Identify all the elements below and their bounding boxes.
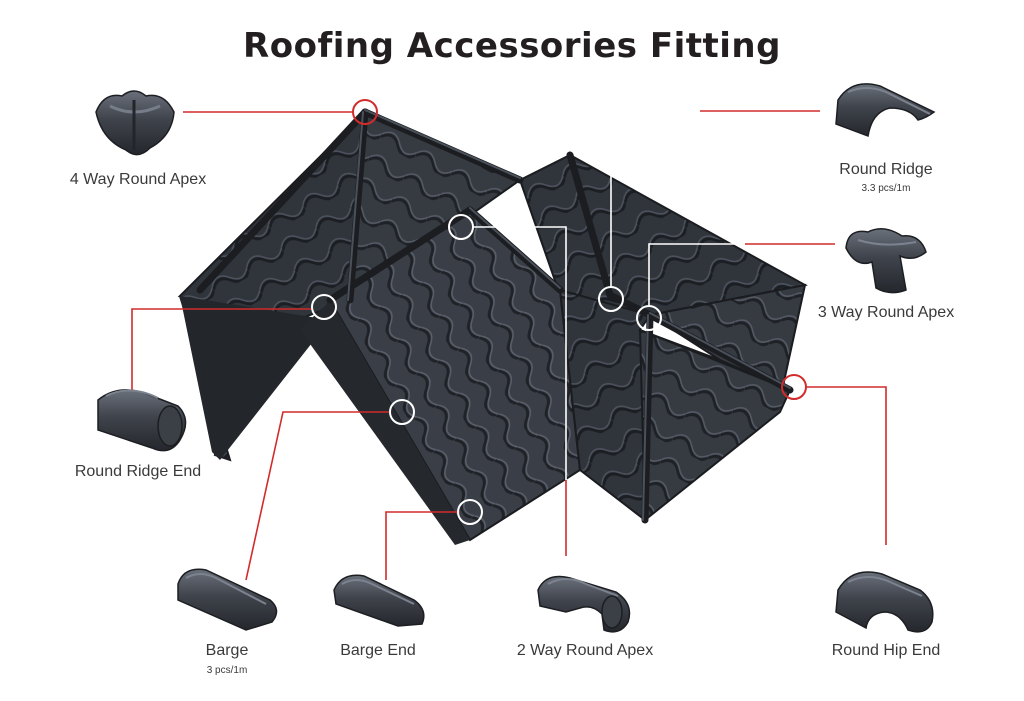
roof-eave-left bbox=[180, 296, 330, 460]
round-hip-end-icon bbox=[835, 571, 934, 633]
label-round-hip-end: Round Hip End bbox=[831, 642, 941, 659]
barge-end-icon bbox=[333, 574, 425, 627]
round-ridge-end-icon bbox=[97, 389, 187, 452]
ridge-highlights bbox=[347, 109, 791, 521]
barge-icon bbox=[177, 568, 278, 631]
roof-illustration bbox=[177, 108, 808, 545]
label-barge-end: Barge End bbox=[340, 642, 416, 659]
leader-round-ridge-end bbox=[131, 308, 312, 390]
callout-circles bbox=[311, 99, 807, 525]
note-round-ridge: 3.3 pcs/1m bbox=[861, 183, 911, 194]
callout-two-way-apex bbox=[448, 214, 474, 240]
label-round-ridge-end: Round Ridge End bbox=[74, 463, 202, 480]
callout-barge bbox=[389, 399, 415, 425]
label-round-ridge: Round Ridge bbox=[839, 161, 933, 178]
label-three-way-round-apex: 3 Way Round Apex bbox=[817, 304, 955, 321]
four-way-apex-icon bbox=[95, 90, 175, 156]
callout-round-hip-end bbox=[781, 374, 807, 400]
leader-two-way-apex-white bbox=[473, 226, 567, 480]
leader-barge bbox=[245, 411, 389, 581]
page-title: Roofing Accessories Fitting bbox=[243, 26, 781, 66]
label-two-way-round-apex: 2 Way Round Apex bbox=[516, 642, 654, 659]
label-four-way-round-apex: 4 Way Round Apex bbox=[69, 171, 207, 188]
leader-round-ridge-white bbox=[610, 110, 700, 287]
leader-barge-end bbox=[385, 511, 460, 580]
leader-three-way-apex-white bbox=[648, 243, 745, 306]
leader-lines bbox=[131, 110, 887, 581]
callout-barge-end bbox=[457, 499, 483, 525]
leader-round-hip-end bbox=[806, 386, 887, 545]
two-way-apex-icon bbox=[537, 575, 631, 633]
roof-face-center-front bbox=[300, 300, 470, 545]
label-barge: Barge bbox=[205, 642, 249, 659]
ridge-lines bbox=[196, 108, 794, 524]
callout-four-way-apex bbox=[352, 99, 378, 125]
round-ridge-icon bbox=[835, 83, 936, 138]
callout-round-ridge bbox=[598, 286, 624, 312]
callout-three-way-apex bbox=[636, 305, 662, 331]
note-barge: 3 pcs/1m bbox=[206, 665, 248, 676]
three-way-apex-icon bbox=[845, 228, 927, 294]
callout-round-ridge-end bbox=[311, 294, 337, 320]
